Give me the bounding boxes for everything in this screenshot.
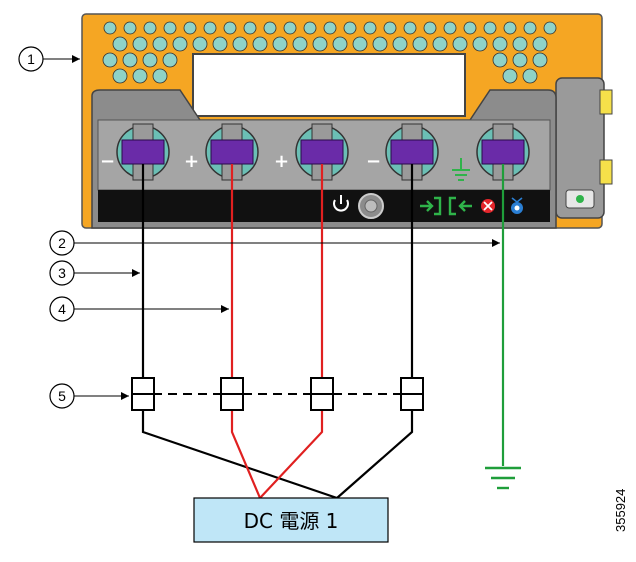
power-supply-module: − + + −	[81, 13, 613, 229]
callout-2: 2	[49, 230, 500, 256]
beacon-icon	[511, 197, 523, 214]
callout-2-number: 2	[58, 235, 66, 251]
callout-4: 4	[49, 296, 229, 322]
wire-positive-1-to-source	[230, 410, 262, 499]
breaker-4	[400, 377, 424, 411]
ejector-latch	[555, 77, 613, 219]
dc-power-source: DC 電源 1	[193, 497, 389, 543]
callout-4-number: 4	[58, 301, 66, 317]
wire-negative-2-to-source	[336, 410, 414, 499]
callout-1-number: 1	[27, 51, 35, 67]
status-strip	[98, 190, 550, 222]
breaker-1	[131, 377, 155, 411]
earth-ground-symbol	[485, 466, 521, 490]
callout-5-number: 5	[58, 388, 66, 404]
dc-power-source-box	[193, 497, 389, 543]
breaker-3	[310, 377, 334, 411]
terminal-2	[205, 123, 259, 181]
dc-power-source-label: DC 電源 1	[244, 509, 339, 533]
terminal-1	[116, 123, 170, 181]
circuit-breakers	[131, 377, 424, 411]
terminal-ground	[476, 123, 530, 181]
wire-negative-1-to-source	[141, 410, 338, 500]
output-arrow-icon	[448, 196, 472, 216]
terminal-sign-2: +	[184, 151, 199, 172]
wires	[141, 164, 505, 500]
vent-holes	[102, 21, 557, 84]
figure-id: 355924	[613, 489, 628, 532]
terminal-sign-3: +	[274, 151, 289, 172]
power-button-icon[interactable]	[333, 193, 384, 219]
ground-symbol-icon	[452, 158, 470, 181]
callout-1: 1	[18, 46, 80, 72]
callout-3: 3	[49, 260, 140, 286]
terminal-block	[116, 123, 530, 181]
label-window	[192, 53, 466, 117]
callout-5: 5	[49, 383, 129, 409]
wire-positive-2-to-source	[259, 410, 324, 499]
input-arrow-icon	[420, 196, 442, 216]
callout-3-number: 3	[58, 265, 66, 281]
terminal-sign-1: −	[100, 151, 115, 172]
breaker-2	[220, 377, 244, 411]
fault-icon	[481, 199, 495, 213]
terminal-sign-4: −	[366, 151, 381, 172]
callouts: 1 2 3 4 5	[18, 46, 500, 409]
terminal-4	[385, 123, 439, 181]
